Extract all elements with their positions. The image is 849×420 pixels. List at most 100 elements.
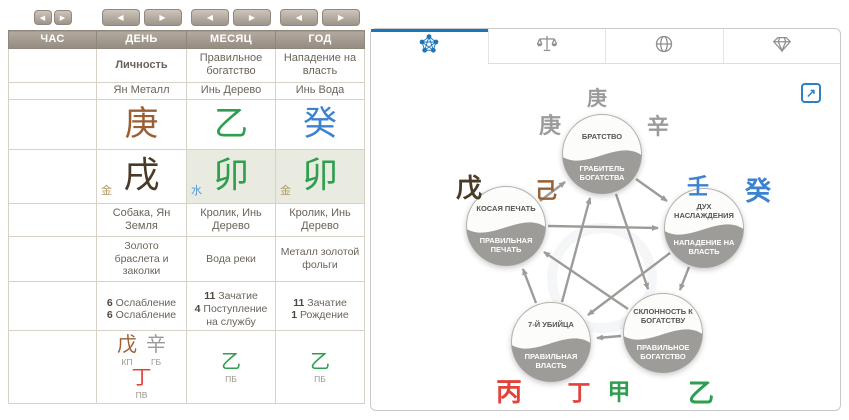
stage-label: Зачатие xyxy=(307,296,347,309)
header-month: МЕСЯЦ xyxy=(186,29,276,50)
month-branch-char: 卯 xyxy=(212,155,249,197)
hidden-stem-god: КП xyxy=(121,357,133,367)
globe-icon xyxy=(653,33,675,60)
analysis-panel: БРАТСТВО ГРАБИТЕЛЬ БОГАТСТВА КОСАЯ ПЕЧАТ… xyxy=(370,28,841,411)
day-branch-char: 戌 xyxy=(123,155,160,197)
stem-metal-yin: 辛 xyxy=(646,115,670,140)
day-prev-button[interactable]: ◀ xyxy=(101,9,140,26)
hidden-stem-god: ПБ xyxy=(314,373,326,384)
year-nayin: Металл золотой фольги xyxy=(275,235,365,282)
hidden-stem-char: 丁 xyxy=(131,365,152,390)
year-branch: 金 卯 xyxy=(275,148,365,204)
month-nayin-element-mark: 水 xyxy=(191,184,202,198)
stage-label: Поступление на службу xyxy=(203,302,268,328)
hidden-stem-god: ГБ xyxy=(150,357,162,367)
open-fullscreen-button[interactable]: ↗ xyxy=(801,83,821,103)
header-hour: ЧАС xyxy=(8,29,97,50)
stem-fire-yang: 丙 xyxy=(495,378,523,408)
month-animal: Кролик, Инь Дерево xyxy=(186,202,276,237)
stem-fire-yin: 丁 xyxy=(567,380,591,407)
hour-stage-cell xyxy=(8,280,97,338)
month-polarity: Инь Дерево xyxy=(186,81,276,100)
stem-water-yang: 壬 xyxy=(686,175,710,200)
node-top-label: БРАТСТВО xyxy=(581,132,623,142)
year-deity: Нападение на власть xyxy=(275,48,365,83)
node-resource[interactable]: КОСАЯ ПЕЧАТЬ ПРАВИЛЬНАЯ ПЕЧАТЬ xyxy=(465,185,547,267)
day-stage: 6 Ослабление 6 Ослабление xyxy=(96,280,187,338)
scales-icon xyxy=(535,33,559,60)
pillar-nav-row: ◀▶ ◀▶ ◀▶ ◀▶ xyxy=(9,8,365,31)
tab-ten-gods[interactable] xyxy=(371,29,489,64)
node-friends[interactable]: БРАТСТВО ГРАБИТЕЛЬ БОГАТСТВА xyxy=(561,113,643,195)
node-top-label: 7-й УБИЙЦА xyxy=(528,320,574,330)
animal-row: Собака, Ян Земля Кролик, Инь Дерево Крол… xyxy=(8,202,365,237)
polarity-row: Ян Металл Инь Дерево Инь Вода xyxy=(8,81,365,100)
hidden-stem-god: ПВ xyxy=(135,390,148,401)
pillar-header-row: ЧАС ДЕНЬ МЕСЯЦ ГОД xyxy=(8,29,365,50)
day-stem: 庚 xyxy=(96,98,187,150)
stage-number: 6 xyxy=(106,309,113,322)
stage-number: 11 xyxy=(293,296,305,309)
tab-scales[interactable] xyxy=(488,29,606,63)
stage-number: 6 xyxy=(106,296,113,309)
heavenly-stem-row: 庚 乙 癸 xyxy=(8,98,365,150)
hidden-stem-char: 辛 xyxy=(146,332,167,356)
hour-animal-cell xyxy=(8,202,97,237)
year-branch-char: 卯 xyxy=(301,155,338,197)
year-stem: 癸 xyxy=(275,98,365,150)
node-bottom-label: ПРАВИЛЬНАЯ ПЕЧАТЬ xyxy=(479,235,533,254)
hour-next-button[interactable]: ▶ xyxy=(53,10,72,25)
stem-metal-yang: 庚 xyxy=(538,114,562,139)
month-next-button[interactable]: ▶ xyxy=(233,9,271,26)
day-next-button[interactable]: ▶ xyxy=(143,9,182,26)
month-stage: 11 Зачатие 4 Поступление на службу xyxy=(186,280,276,338)
year-prev-button[interactable]: ◀ xyxy=(280,9,318,26)
node-output[interactable]: ДУХ НАСЛАЖДЕНИЯ НАПАДЕНИЕ НА ВЛАСТЬ xyxy=(663,187,745,269)
day-deity: Личность xyxy=(96,48,187,83)
stem-earth-yang: 戊 xyxy=(455,174,483,204)
node-wealth[interactable]: СКЛОННОСТЬ К БОГАТСТВУ ПРАВИЛЬНОЕ БОГАТС… xyxy=(622,292,704,374)
year-stem-char: 癸 xyxy=(303,104,337,145)
year-next-button[interactable]: ▶ xyxy=(322,9,360,26)
node-top-label: КОСАЯ ПЕЧАТЬ xyxy=(476,204,536,214)
day-nayin-element-mark: 金 xyxy=(101,184,112,198)
pillars-table: ◀▶ ◀▶ ◀▶ ◀▶ ЧАС ДЕНЬ МЕСЯЦ ГОД Личность … xyxy=(8,8,365,338)
diamond-icon xyxy=(770,33,794,60)
month-branch: 水 卯 xyxy=(186,148,276,204)
tab-globe[interactable] xyxy=(606,29,724,63)
node-top-label: ДУХ НАСЛАЖДЕНИЯ xyxy=(674,201,734,220)
node-power[interactable]: 7-й УБИЙЦА ПРАВИЛЬНАЯ ВЛАСТЬ xyxy=(510,301,592,383)
hour-deity-cell xyxy=(8,48,97,83)
analysis-tabs xyxy=(371,29,840,64)
month-nayin: Вода реки xyxy=(186,235,276,282)
stem-metal-day-master: 庚 xyxy=(587,86,607,110)
earthly-branch-row: 金 戌 水 卯 金 卯 xyxy=(8,148,365,204)
year-nav-cell: ◀▶ xyxy=(276,8,365,31)
hour-prev-button[interactable]: ◀ xyxy=(33,10,52,25)
stem-wood-yang: 甲 xyxy=(607,379,631,406)
hour-stem-cell xyxy=(8,98,97,150)
node-bottom-label: ПРАВИЛЬНОЕ БОГАТСТВО xyxy=(636,342,690,361)
nayin-row: Золото браслета и заколки Вода реки Мета… xyxy=(8,235,365,282)
stage-label: Рождение xyxy=(300,309,349,322)
month-stem-char: 乙 xyxy=(214,104,248,145)
deity-row: Личность Правильное богатство Нападение … xyxy=(8,48,365,83)
day-nayin: Золото браслета и заколки xyxy=(96,235,187,282)
day-stem-char: 庚 xyxy=(124,104,159,145)
header-day: ДЕНЬ xyxy=(96,29,187,50)
stem-earth-yin: 己 xyxy=(534,179,558,204)
day-animal: Собака, Ян Земля xyxy=(96,202,187,237)
node-top-label: СКЛОННОСТЬ К БОГАТСТВУ xyxy=(633,306,693,325)
tab-diamond[interactable] xyxy=(723,29,840,63)
year-nayin-element-mark: 金 xyxy=(280,184,291,198)
month-prev-button[interactable]: ◀ xyxy=(191,9,229,26)
hour-nayin-cell xyxy=(8,235,97,282)
year-animal: Кролик, Инь Дерево xyxy=(275,202,365,237)
hidden-stem-char: 戊 xyxy=(116,332,137,356)
element-cycle-arrows xyxy=(521,178,691,341)
stage-label: Зачатие xyxy=(218,290,258,303)
